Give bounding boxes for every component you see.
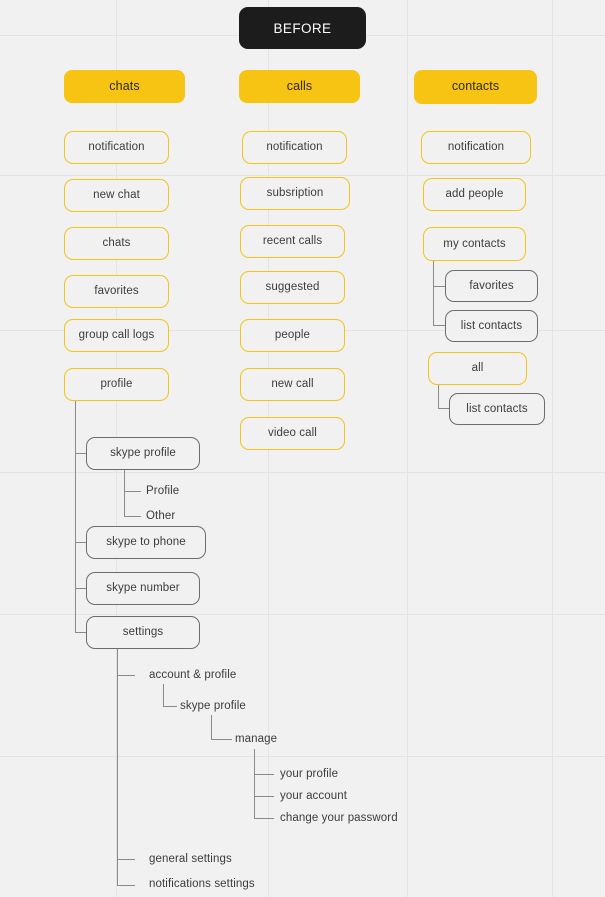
node-calls-suggested[interactable]: suggested bbox=[240, 271, 345, 304]
node-chats-chats[interactable]: chats bbox=[64, 227, 169, 260]
connector-profile-to-settings bbox=[75, 632, 87, 633]
node-calls-people[interactable]: people bbox=[240, 319, 345, 352]
connector-skype-profile-to-manage bbox=[211, 739, 232, 740]
leaf-other[interactable]: Other bbox=[146, 510, 176, 522]
connector-settings-skype-profile-trunk bbox=[211, 715, 212, 740]
node-chats-profile[interactable]: profile bbox=[64, 368, 169, 401]
connector-account-profile-to-skype-profile bbox=[163, 706, 177, 707]
connector-settings-to-general-settings bbox=[117, 859, 135, 860]
connector-profile-to-skype-profile bbox=[75, 453, 87, 454]
node-contacts-my-contacts[interactable]: my contacts bbox=[423, 227, 526, 261]
leaf-notifications-settings[interactable]: notifications settings bbox=[149, 878, 255, 890]
node-my-contacts-list-contacts[interactable]: list contacts bbox=[445, 310, 538, 342]
node-all-list-contacts[interactable]: list contacts bbox=[449, 393, 545, 425]
leaf-profile[interactable]: Profile bbox=[146, 485, 180, 497]
connector-skype-profile-trunk bbox=[124, 470, 125, 517]
leaf-manage[interactable]: manage bbox=[235, 733, 278, 745]
column-header-chats[interactable]: chats bbox=[64, 70, 185, 103]
node-calls-new-call[interactable]: new call bbox=[240, 368, 345, 401]
connector-manage-to-your-profile bbox=[254, 774, 274, 775]
leaf-settings-skype-profile[interactable]: skype profile bbox=[180, 700, 246, 712]
node-calls-subsription[interactable]: subsription bbox=[240, 177, 350, 210]
node-contacts-add-people[interactable]: add people bbox=[423, 178, 526, 211]
grid-line-vertical bbox=[552, 0, 553, 897]
leaf-change-your-password[interactable]: change your password bbox=[280, 812, 398, 824]
node-chats-group-call-logs[interactable]: group call logs bbox=[64, 319, 169, 352]
node-settings[interactable]: settings bbox=[86, 616, 200, 649]
leaf-your-account[interactable]: your account bbox=[280, 790, 348, 802]
column-header-calls[interactable]: calls bbox=[239, 70, 360, 103]
node-skype-to-phone[interactable]: skype to phone bbox=[86, 526, 206, 559]
connector-all-trunk bbox=[438, 385, 439, 409]
node-my-contacts-favorites[interactable]: favorites bbox=[445, 270, 538, 302]
page-title-badge: BEFORE bbox=[239, 7, 366, 49]
node-calls-notification[interactable]: notification bbox=[242, 131, 347, 164]
connector-settings-trunk bbox=[117, 649, 118, 885]
connector-profile-to-skype-number bbox=[75, 588, 87, 589]
connector-settings-to-notifications-settings bbox=[117, 885, 135, 886]
connector-all-to-list-contacts bbox=[438, 408, 451, 409]
connector-settings-to-account-profile bbox=[117, 675, 135, 676]
node-chats-notification[interactable]: notification bbox=[64, 131, 169, 164]
grid-line-horizontal bbox=[0, 175, 605, 176]
node-skype-profile[interactable]: skype profile bbox=[86, 437, 200, 470]
leaf-your-profile[interactable]: your profile bbox=[280, 768, 339, 780]
grid-line-horizontal bbox=[0, 472, 605, 473]
node-calls-video-call[interactable]: video call bbox=[240, 417, 345, 450]
connector-skype-profile-to-other bbox=[124, 516, 141, 517]
column-header-contacts[interactable]: contacts bbox=[414, 70, 537, 104]
grid-line-horizontal bbox=[0, 756, 605, 757]
node-calls-recent-calls[interactable]: recent calls bbox=[240, 225, 345, 258]
connector-my-contacts-to-list-contacts bbox=[433, 325, 446, 326]
connector-my-contacts-to-favorites bbox=[433, 286, 446, 287]
connector-manage-trunk bbox=[254, 749, 255, 819]
grid-line-vertical bbox=[407, 0, 408, 897]
node-chats-new-chat[interactable]: new chat bbox=[64, 179, 169, 212]
node-skype-number[interactable]: skype number bbox=[86, 572, 200, 605]
connector-profile-to-skype-to-phone bbox=[75, 542, 87, 543]
node-contacts-notification[interactable]: notification bbox=[421, 131, 531, 164]
connector-profile-trunk bbox=[75, 401, 76, 633]
grid-line-horizontal bbox=[0, 614, 605, 615]
leaf-general-settings[interactable]: general settings bbox=[149, 853, 232, 865]
connector-skype-profile-to-profile bbox=[124, 491, 141, 492]
connector-manage-to-your-account bbox=[254, 796, 274, 797]
node-chats-favorites[interactable]: favorites bbox=[64, 275, 169, 308]
connector-account-profile-trunk bbox=[163, 684, 164, 707]
connector-manage-to-change-password bbox=[254, 818, 274, 819]
node-contacts-all[interactable]: all bbox=[428, 352, 527, 385]
leaf-account-and-profile[interactable]: account & profile bbox=[149, 669, 237, 681]
connector-my-contacts-trunk bbox=[433, 261, 434, 326]
